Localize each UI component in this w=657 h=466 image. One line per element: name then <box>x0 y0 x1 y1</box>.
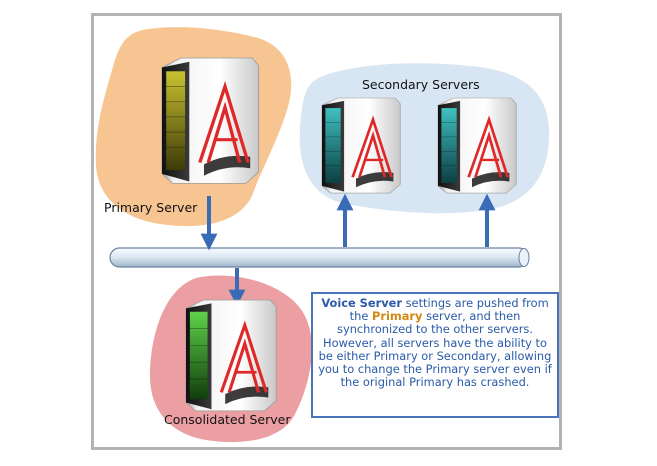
secondary-servers-label: Secondary Servers <box>362 77 480 92</box>
info-voice-server-term: Voice Server <box>321 296 402 310</box>
info-text-2: server, and then synchronized to the oth… <box>318 309 552 390</box>
network-bus-icon <box>109 247 530 268</box>
primary-server-label: Primary Server <box>104 200 198 215</box>
consolidated-server-icon <box>184 298 278 413</box>
info-primary-term: Primary <box>371 309 423 324</box>
secondary-server-2-icon <box>436 96 518 195</box>
info-box: Voice Server settings are pushed from th… <box>311 292 559 418</box>
primary-server-icon <box>160 56 261 186</box>
secondary-server-1-icon <box>320 96 402 195</box>
info-text-1: settings are pushed from the <box>349 296 549 324</box>
consolidated-server-label: Consolidated Server <box>164 412 291 427</box>
